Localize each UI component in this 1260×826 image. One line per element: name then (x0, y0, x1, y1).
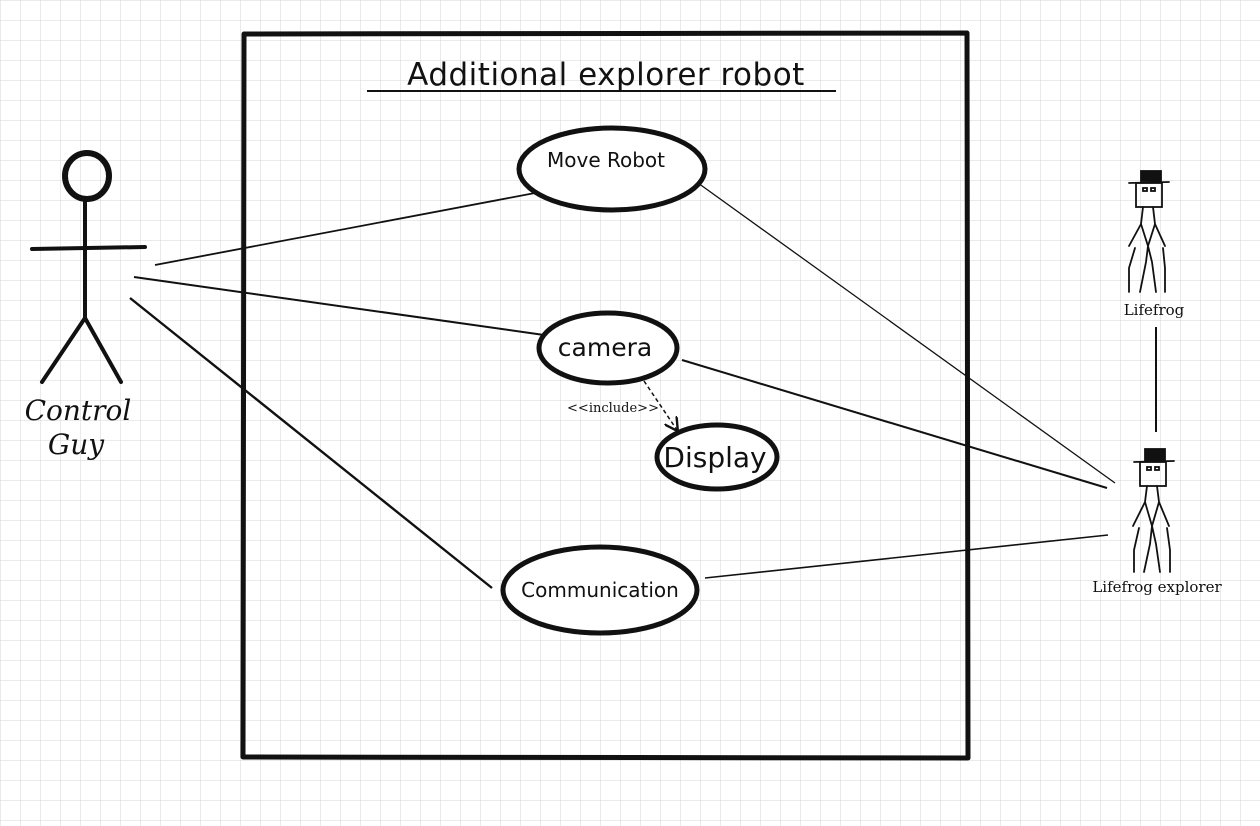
actor-lifefrog-head (1135, 182, 1163, 208)
actor-control-guy-label-line2: Guy (48, 428, 105, 461)
use-case-camera: camera (536, 310, 680, 386)
use-case-communication-label: Communication (521, 578, 679, 602)
actor-lifefrog-explorer-hat-crown (1144, 448, 1166, 462)
actor-control-guy-leg-right (83, 316, 123, 384)
actor-control-guy-arms (30, 245, 147, 251)
use-case-display: Display (654, 422, 780, 492)
use-case-camera-ellipse (536, 310, 680, 386)
assoc-camera-explorer (681, 359, 1108, 489)
use-case-move-robot-label: Move Robot (547, 148, 665, 172)
system-title: Additional explorer robot (407, 57, 805, 93)
associations (129, 182, 1157, 589)
actor-lifefrog-explorer-eye-right (1154, 466, 1160, 471)
use-case-communication: Communication (500, 544, 700, 636)
use-case-move-robot: Move Robot (516, 125, 708, 213)
actor-lifefrog-eye-right (1150, 187, 1156, 192)
use-case-display-label: Display (663, 441, 766, 474)
assoc-control-camera (133, 276, 545, 336)
include-stereotype: <<include>> (567, 401, 659, 416)
actor-lifefrog-explorer-body (1132, 485, 1171, 573)
actor-lifefrog-hat-crown (1140, 170, 1162, 182)
actor-lifefrog-body (1128, 206, 1166, 293)
actor-control-guy-label-line1: Control (25, 394, 132, 427)
actor-lifefrog-eye-left (1142, 187, 1148, 192)
actor-control-guy-leg-left (40, 316, 87, 384)
assoc-control-communication (129, 297, 493, 589)
assoc-move-explorer (697, 182, 1116, 484)
actor-lifefrog-explorer-head (1139, 461, 1167, 487)
use-case-move-robot-ellipse (516, 125, 708, 213)
include-arrow (643, 380, 677, 430)
use-case-camera-label: camera (558, 333, 652, 362)
actor-lifefrog-explorer-label: Lifefrog explorer (1092, 578, 1222, 596)
use-case-communication-ellipse (500, 544, 700, 636)
actor-lifefrog-label: Lifefrog (1124, 301, 1185, 319)
actor-lifefrog (1128, 170, 1170, 293)
assoc-control-move (154, 192, 536, 266)
assoc-communication-explorer (704, 534, 1109, 579)
actor-control-guy (30, 150, 147, 384)
system-boundary (240, 30, 971, 761)
actor-lifefrog-explorer-eye-left (1146, 466, 1152, 471)
actor-lifefrog-explorer (1132, 448, 1175, 573)
use-case-display-ellipse (654, 422, 780, 492)
